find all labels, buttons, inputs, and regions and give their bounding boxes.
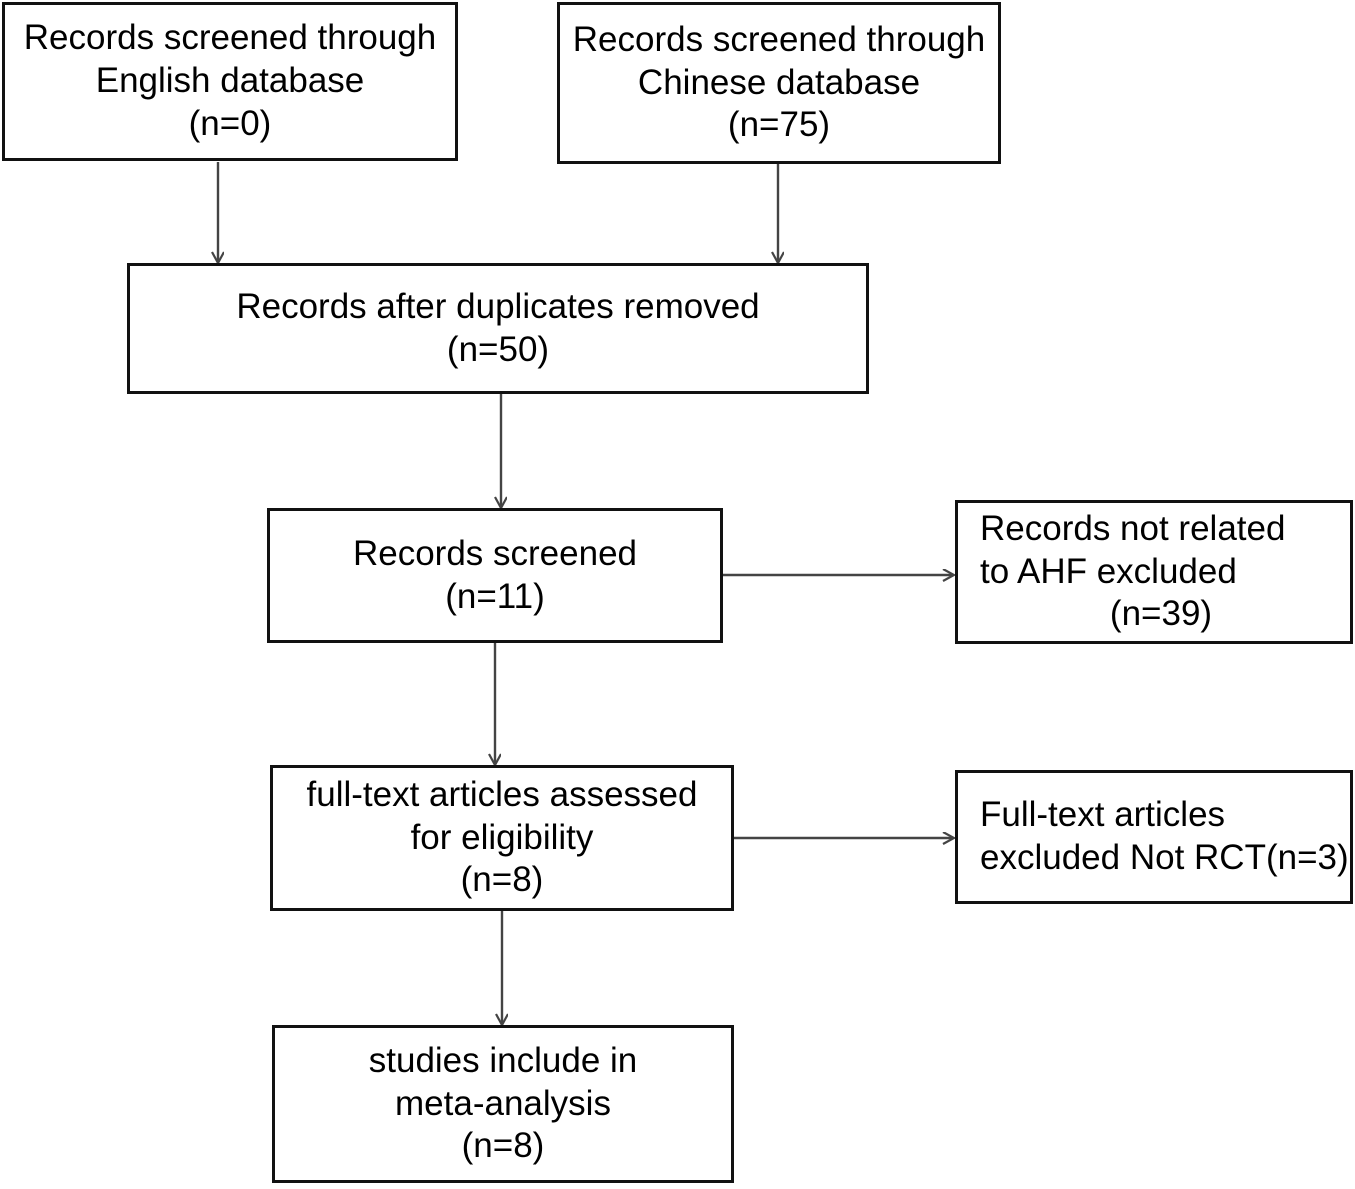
node-line: Full-text articles: [980, 795, 1226, 835]
node-line: excluded Not RCT(n=3): [980, 838, 1349, 877]
node-count: (n=8): [460, 860, 544, 900]
node-count: (n=50): [446, 329, 550, 369]
node-line: Chinese database: [637, 62, 921, 102]
node-count: (n=39): [1109, 594, 1213, 634]
node-count: (n=11): [445, 576, 545, 616]
node-records-chinese-database: Records screened through Chinese databas…: [557, 2, 1001, 164]
node-line: Records after duplicates removed: [236, 286, 760, 326]
node-count: (n=8): [461, 1126, 545, 1166]
node-fulltext-articles-assessed: full-text articles assessed for eligibil…: [270, 765, 734, 911]
node-line: for eligibility: [410, 817, 594, 857]
node-count: (n=75): [727, 105, 831, 145]
node-line: English database: [95, 61, 365, 101]
node-line: full-text articles assessed: [306, 774, 698, 814]
node-records-after-duplicates-removed: Records after duplicates removed (n=50): [127, 263, 869, 394]
node-line: Records screened: [352, 533, 638, 573]
node-line: Records screened through: [572, 19, 986, 59]
node-studies-included-meta-analysis: studies include in meta-analysis (n=8): [272, 1025, 734, 1183]
node-line: meta-analysis: [395, 1083, 611, 1123]
node-fulltext-articles-excluded: Full-text articles excluded Not RCT(n=3): [955, 770, 1353, 904]
node-line: Records screened through: [23, 18, 437, 58]
node-records-screened: Records screened (n=11): [267, 508, 723, 643]
node-line: Records not related: [980, 508, 1286, 548]
node-records-not-related-excluded: Records not related to AHF excluded (n=3…: [955, 500, 1353, 644]
node-line: studies include in: [368, 1040, 638, 1080]
node-records-english-database: Records screened through English databas…: [2, 2, 458, 161]
node-line: to AHF excluded: [980, 551, 1237, 591]
node-count: (n=0): [188, 103, 272, 143]
